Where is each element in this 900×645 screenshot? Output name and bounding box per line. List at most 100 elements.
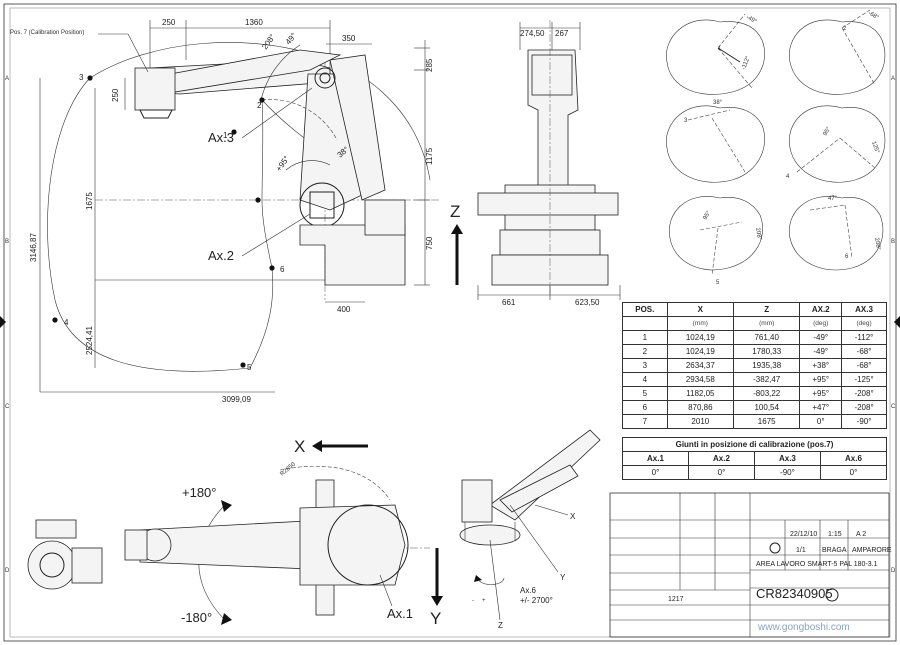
right-edge-arrow-icon bbox=[894, 316, 900, 328]
svg-text:38°: 38° bbox=[713, 100, 723, 106]
y-arrow-icon bbox=[431, 596, 443, 606]
svg-text:208°: 208° bbox=[754, 227, 762, 241]
arm-rear-link bbox=[329, 54, 386, 201]
position-dot-2 bbox=[259, 97, 265, 103]
ax3-label: Ax.3 bbox=[208, 130, 234, 145]
table-header-row: Ax.1 Ax.2 Ax.3 Ax.6 bbox=[622, 451, 888, 466]
side-view: Pos. 7 (Calibration Position) 1 2 3 4 5 … bbox=[10, 18, 463, 404]
svg-text:+: + bbox=[482, 598, 486, 604]
ax2-label: Ax.2 bbox=[208, 248, 234, 263]
svg-text:1360: 1360 bbox=[245, 18, 263, 27]
position-dot-4 bbox=[52, 317, 58, 323]
svg-text:1217: 1217 bbox=[668, 596, 684, 603]
calibration-title: Giunti in posizione di calibrazione (pos… bbox=[622, 437, 887, 452]
svg-text:400: 400 bbox=[337, 305, 351, 314]
svg-text:+/- 2700°: +/- 2700° bbox=[520, 596, 553, 605]
calibration-table: Giunti in posizione di calibrazione (pos… bbox=[622, 437, 888, 480]
x-arrow-icon bbox=[312, 440, 322, 452]
svg-text:3: 3 bbox=[684, 118, 688, 124]
watermark: www.gongboshi.com bbox=[757, 622, 850, 633]
svg-text:22/12/10: 22/12/10 bbox=[790, 531, 817, 538]
top-base bbox=[299, 504, 406, 586]
small-view-6 bbox=[788, 196, 884, 271]
svg-text:X: X bbox=[294, 437, 305, 456]
svg-text:1: 1 bbox=[223, 131, 228, 140]
svg-text:5: 5 bbox=[716, 280, 720, 286]
z-arrow-icon bbox=[451, 224, 463, 234]
front-motor-bar bbox=[477, 192, 619, 216]
svg-text:208°: 208° bbox=[873, 237, 881, 251]
svg-text:250: 250 bbox=[162, 18, 176, 27]
position-dot-5 bbox=[240, 362, 246, 368]
svg-text:1175: 1175 bbox=[425, 147, 434, 165]
table-row: 0° 0° -90° 0° bbox=[622, 465, 888, 480]
svg-text:95°: 95° bbox=[823, 126, 833, 137]
svg-text:95°: 95° bbox=[703, 210, 713, 221]
small-view-5 bbox=[668, 196, 763, 271]
iso-view: + - Y X Z Ax.6 +/- 2700° bbox=[459, 429, 601, 630]
svg-text:BRAGA: BRAGA bbox=[822, 547, 847, 554]
svg-text:+95°: +95° bbox=[274, 154, 291, 173]
svg-text:Z: Z bbox=[450, 202, 460, 221]
position-dot-1 bbox=[231, 129, 237, 135]
svg-text:D: D bbox=[5, 568, 10, 574]
svg-text:D: D bbox=[891, 568, 896, 574]
iso-wrist bbox=[461, 479, 493, 523]
position-dot-6 bbox=[269, 265, 275, 271]
svg-text:3146,87: 3146,87 bbox=[29, 233, 38, 262]
svg-text:285: 285 bbox=[425, 58, 434, 72]
svg-text:47°: 47° bbox=[828, 196, 838, 202]
svg-text:-180°: -180° bbox=[181, 610, 212, 625]
table-units-row: (mm) (mm) (deg) (deg) bbox=[622, 316, 887, 331]
svg-text:267: 267 bbox=[555, 29, 569, 38]
svg-text:5: 5 bbox=[247, 363, 252, 372]
svg-text:1/1: 1/1 bbox=[796, 547, 806, 554]
svg-text:A: A bbox=[891, 76, 895, 82]
svg-text:2: 2 bbox=[257, 101, 262, 110]
company-logo-icon bbox=[825, 588, 839, 602]
small-view-4 bbox=[788, 105, 886, 183]
position-table: POS. X Z AX.2 AX.3 (mm) (mm) (deg) (deg)… bbox=[622, 302, 887, 429]
svg-text:2524,41: 2524,41 bbox=[85, 326, 94, 355]
svg-text:-112°: -112° bbox=[741, 55, 752, 71]
svg-text:AMPARORE: AMPARORE bbox=[852, 547, 892, 554]
svg-text:B: B bbox=[5, 239, 9, 245]
detail-top bbox=[35, 519, 77, 539]
svg-text:-49°: -49° bbox=[745, 15, 758, 26]
svg-text:4: 4 bbox=[786, 174, 790, 180]
svg-text:661: 661 bbox=[502, 298, 516, 307]
svg-text:208°: 208° bbox=[260, 32, 277, 51]
svg-text:274,50: 274,50 bbox=[520, 29, 545, 38]
svg-text:250: 250 bbox=[111, 88, 120, 102]
small-view-1 bbox=[666, 19, 765, 95]
svg-text:6: 6 bbox=[845, 254, 849, 260]
joint-ax3 bbox=[314, 67, 336, 89]
svg-text:125°: 125° bbox=[870, 141, 880, 155]
svg-text:Ax.1: Ax.1 bbox=[387, 606, 413, 621]
svg-text:-68°: -68° bbox=[867, 11, 880, 22]
title-block: 22/12/10 1:15 A 2 1/1 BRAGA AMPARORE ARE… bbox=[609, 492, 892, 638]
svg-text:3: 3 bbox=[79, 73, 84, 82]
svg-text:Z: Z bbox=[498, 621, 503, 630]
svg-text:4: 4 bbox=[64, 318, 69, 327]
svg-text:-: - bbox=[472, 598, 474, 604]
small-view-3 bbox=[666, 105, 765, 183]
svg-text:3099,09: 3099,09 bbox=[222, 395, 251, 404]
svg-text:623,50: 623,50 bbox=[575, 298, 600, 307]
svg-text:1675: 1675 bbox=[85, 192, 94, 210]
left-edge-arrow-icon bbox=[0, 316, 6, 328]
svg-text:+180°: +180° bbox=[182, 485, 216, 500]
position-dot-3 bbox=[87, 75, 93, 81]
small-view-2 bbox=[788, 19, 886, 95]
svg-text:1:15: 1:15 bbox=[828, 531, 842, 538]
svg-text:Y: Y bbox=[560, 573, 566, 582]
detail-flange bbox=[27, 540, 77, 590]
svg-text:C: C bbox=[891, 404, 896, 410]
top-view: X +180° -180° R2850 Y Ax.1 bbox=[27, 437, 443, 628]
